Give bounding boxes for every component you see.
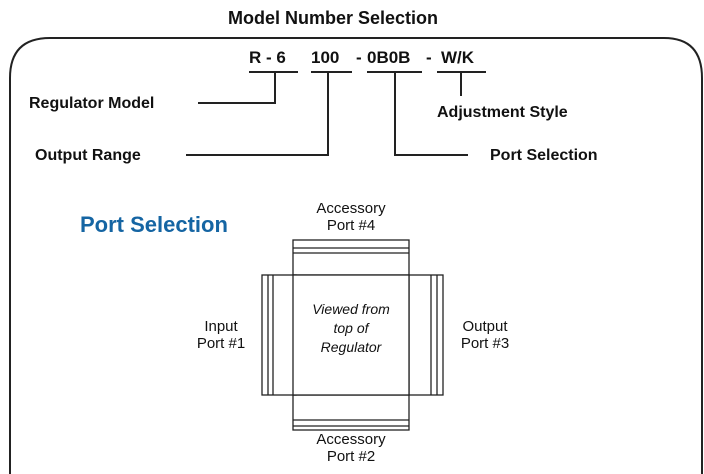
label-accessory-port-2: Accessory Port #2 [296, 431, 406, 465]
code-separator: - [356, 48, 362, 67]
label-output-range: Output Range [35, 147, 141, 164]
leader-regulator-model [198, 72, 276, 104]
label-regulator-model: Regulator Model [29, 95, 155, 112]
label-output-port-3: Output Port #3 [450, 318, 520, 352]
label-accessory-port-4: Accessory Port #4 [296, 200, 406, 234]
center-note: Viewed from top of Regulator [296, 300, 406, 357]
code-regulator-model: R - 6 [249, 48, 286, 67]
leader-output-range [186, 72, 329, 156]
code-adjustment-style: W/K [441, 48, 475, 67]
outer-border [9, 37, 703, 474]
port-label-line: Output [462, 318, 508, 335]
port-body [261, 239, 444, 431]
center-note-line: Regulator [320, 339, 382, 355]
page-title: Model Number Selection [228, 8, 439, 28]
port-label-line: Port #4 [326, 217, 376, 234]
port-label-line: Accessory [316, 431, 386, 448]
center-note-line: Viewed from [312, 301, 390, 317]
port-label-line: Port #3 [460, 335, 510, 352]
center-note-line: top of [333, 320, 369, 336]
port-label-line: Accessory [316, 200, 386, 217]
leader-port-selection [394, 72, 468, 156]
port-label-line: Port #1 [196, 335, 246, 352]
code-separator: - [426, 48, 432, 67]
port-label-line: Port #2 [326, 448, 376, 465]
label-adjustment-style: Adjustment Style [437, 104, 568, 121]
label-port-selection: Port Selection [490, 147, 598, 164]
code-output-range: 100 [311, 48, 340, 67]
port-label-line: Input [204, 318, 238, 335]
label-input-port-1: Input Port #1 [186, 318, 256, 352]
port-selection-heading: Port Selection [80, 212, 228, 237]
code-port-selection: 0B0B [367, 48, 411, 67]
leader-lines [186, 72, 468, 156]
